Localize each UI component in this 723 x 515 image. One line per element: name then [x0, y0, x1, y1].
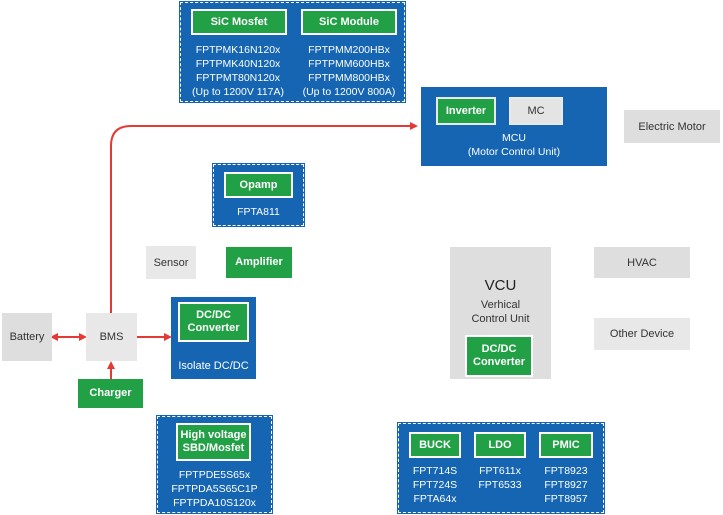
mcu-panel: Inverter MC MCU (Motor Control Unit) — [421, 87, 607, 166]
hvac-box: HVAC — [594, 247, 690, 278]
high-voltage-panel: High voltage SBD/Mosfet FPTPDE5S65x FPTP… — [156, 415, 273, 514]
sic-module-parts: FPTPMM200HBx FPTPMM600HBx FPTPMM800HBx (… — [302, 44, 396, 98]
buck-parts: FPT714S FPT724S FPTA64x — [412, 465, 458, 505]
sic-mosfet-label: SiC Mosfet — [191, 9, 287, 35]
hv-parts: FPTPDE5S65x FPTPDA5S65C1P FPTPDA10S120x — [171, 469, 258, 509]
bms-box: BMS — [86, 313, 137, 361]
buck-label: BUCK — [409, 432, 461, 458]
battery-box: Battery — [2, 313, 52, 361]
opamp-panel: Opamp FPTA811 — [212, 163, 305, 227]
isolate-caption: Isolate DC/DC — [178, 360, 249, 372]
opamp-part: FPTA811 — [237, 206, 280, 218]
sic-panel: SiC Mosfet SiC Module FPTPMK16N120x FPTP… — [179, 1, 406, 103]
charger-label: Charger — [78, 379, 143, 408]
other-device-box: Other Device — [594, 318, 690, 350]
ldo-label: LDO — [474, 432, 526, 458]
power-ic-panel: BUCK LDO PMIC FPT714S FPT724S FPTA64x FP… — [397, 422, 605, 514]
mc-label: MC — [509, 97, 563, 125]
isolate-dcdc-panel: DC/DC Converter Isolate DC/DC — [171, 297, 256, 379]
sic-module-label: SiC Module — [301, 9, 397, 35]
amplifier-label: Amplifier — [226, 247, 292, 278]
inverter-label: Inverter — [436, 97, 496, 125]
pmic-parts: FPT8923 FPT8927 FPT8957 — [544, 465, 588, 505]
sensor-box: Sensor — [146, 246, 196, 279]
vcu-box: VCU Verhical Control Unit DC/DC Converte… — [450, 247, 551, 379]
opamp-label: Opamp — [224, 172, 293, 198]
ldo-parts: FPT611x FPT6533 — [478, 465, 522, 491]
vcu-converter-label: DC/DC Converter — [465, 335, 533, 377]
mcu-caption: MCU (Motor Control Unit) — [467, 132, 561, 158]
vcu-subtitle: Verhical Control Unit — [471, 299, 530, 325]
vcu-title: VCU — [484, 277, 517, 294]
hv-sbd-mosfet-label: High voltage SBD/Mosfet — [176, 423, 251, 461]
bms-to-mcu-arrow — [110, 122, 418, 313]
sic-mosfet-parts: FPTPMK16N120x FPTPMK40N120x FPTPMT80N120… — [191, 44, 285, 98]
electric-motor-box: Electric Motor — [624, 110, 720, 143]
isolate-converter-label: DC/DC Converter — [178, 302, 249, 342]
pmic-label: PMIC — [539, 432, 593, 458]
